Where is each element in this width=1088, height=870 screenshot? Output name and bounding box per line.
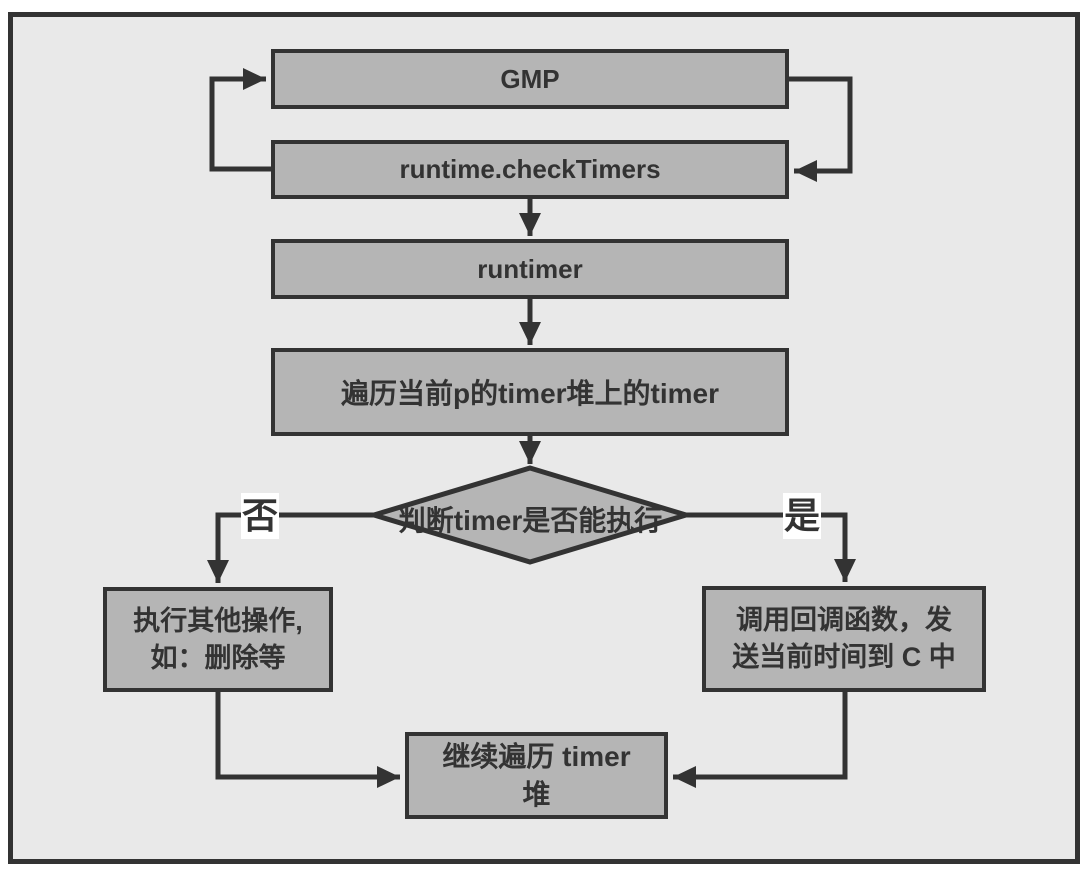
node-other-operations-line1: 执行其他操作, (133, 605, 303, 636)
node-call-callback-line1: 调用回调函数，发 (736, 605, 952, 635)
node-continue-iterate-line1: 继续遍历 timer (442, 740, 631, 772)
edge-checktimers-to-gmp-loop (209, 68, 271, 172)
node-runtime-checktimers: runtime.checkTimers (271, 140, 789, 199)
edge-otherops-to-continue (215, 692, 400, 788)
node-other-operations: 执行其他操作, 如：删除等 (103, 587, 333, 692)
node-gmp: GMP (271, 49, 789, 109)
node-gmp-label: GMP (500, 63, 560, 94)
decision-diamond-label: 判断timer是否能执行 (397, 505, 663, 536)
node-runtimer: runtimer (271, 239, 789, 299)
node-iterate-timers-label: 遍历当前p的timer堆上的timer (340, 378, 720, 409)
edge-gmp-to-checktimers-loop (789, 76, 853, 182)
edge-label-no: 否 (241, 493, 279, 539)
edge-decision-no-branch (207, 512, 374, 583)
node-continue-iterate-line2: 堆 (522, 778, 551, 810)
edge-decision-yes-branch (686, 512, 856, 582)
node-other-operations-line2: 如：删除等 (150, 642, 286, 673)
node-runtime-checktimers-label: runtime.checkTimers (399, 154, 661, 184)
node-iterate-timers: 遍历当前p的timer堆上的timer (271, 348, 789, 436)
edge-callback-to-continue (673, 692, 848, 788)
decision-diamond-shape (365, 465, 695, 565)
node-continue-iterate: 继续遍历 timer 堆 (405, 732, 668, 819)
node-call-callback-line2: 送当前时间到 C 中 (732, 642, 956, 672)
edge-label-yes: 是 (783, 493, 821, 539)
node-call-callback: 调用回调函数，发 送当前时间到 C 中 (702, 586, 986, 692)
node-runtimer-label: runtimer (477, 253, 583, 284)
